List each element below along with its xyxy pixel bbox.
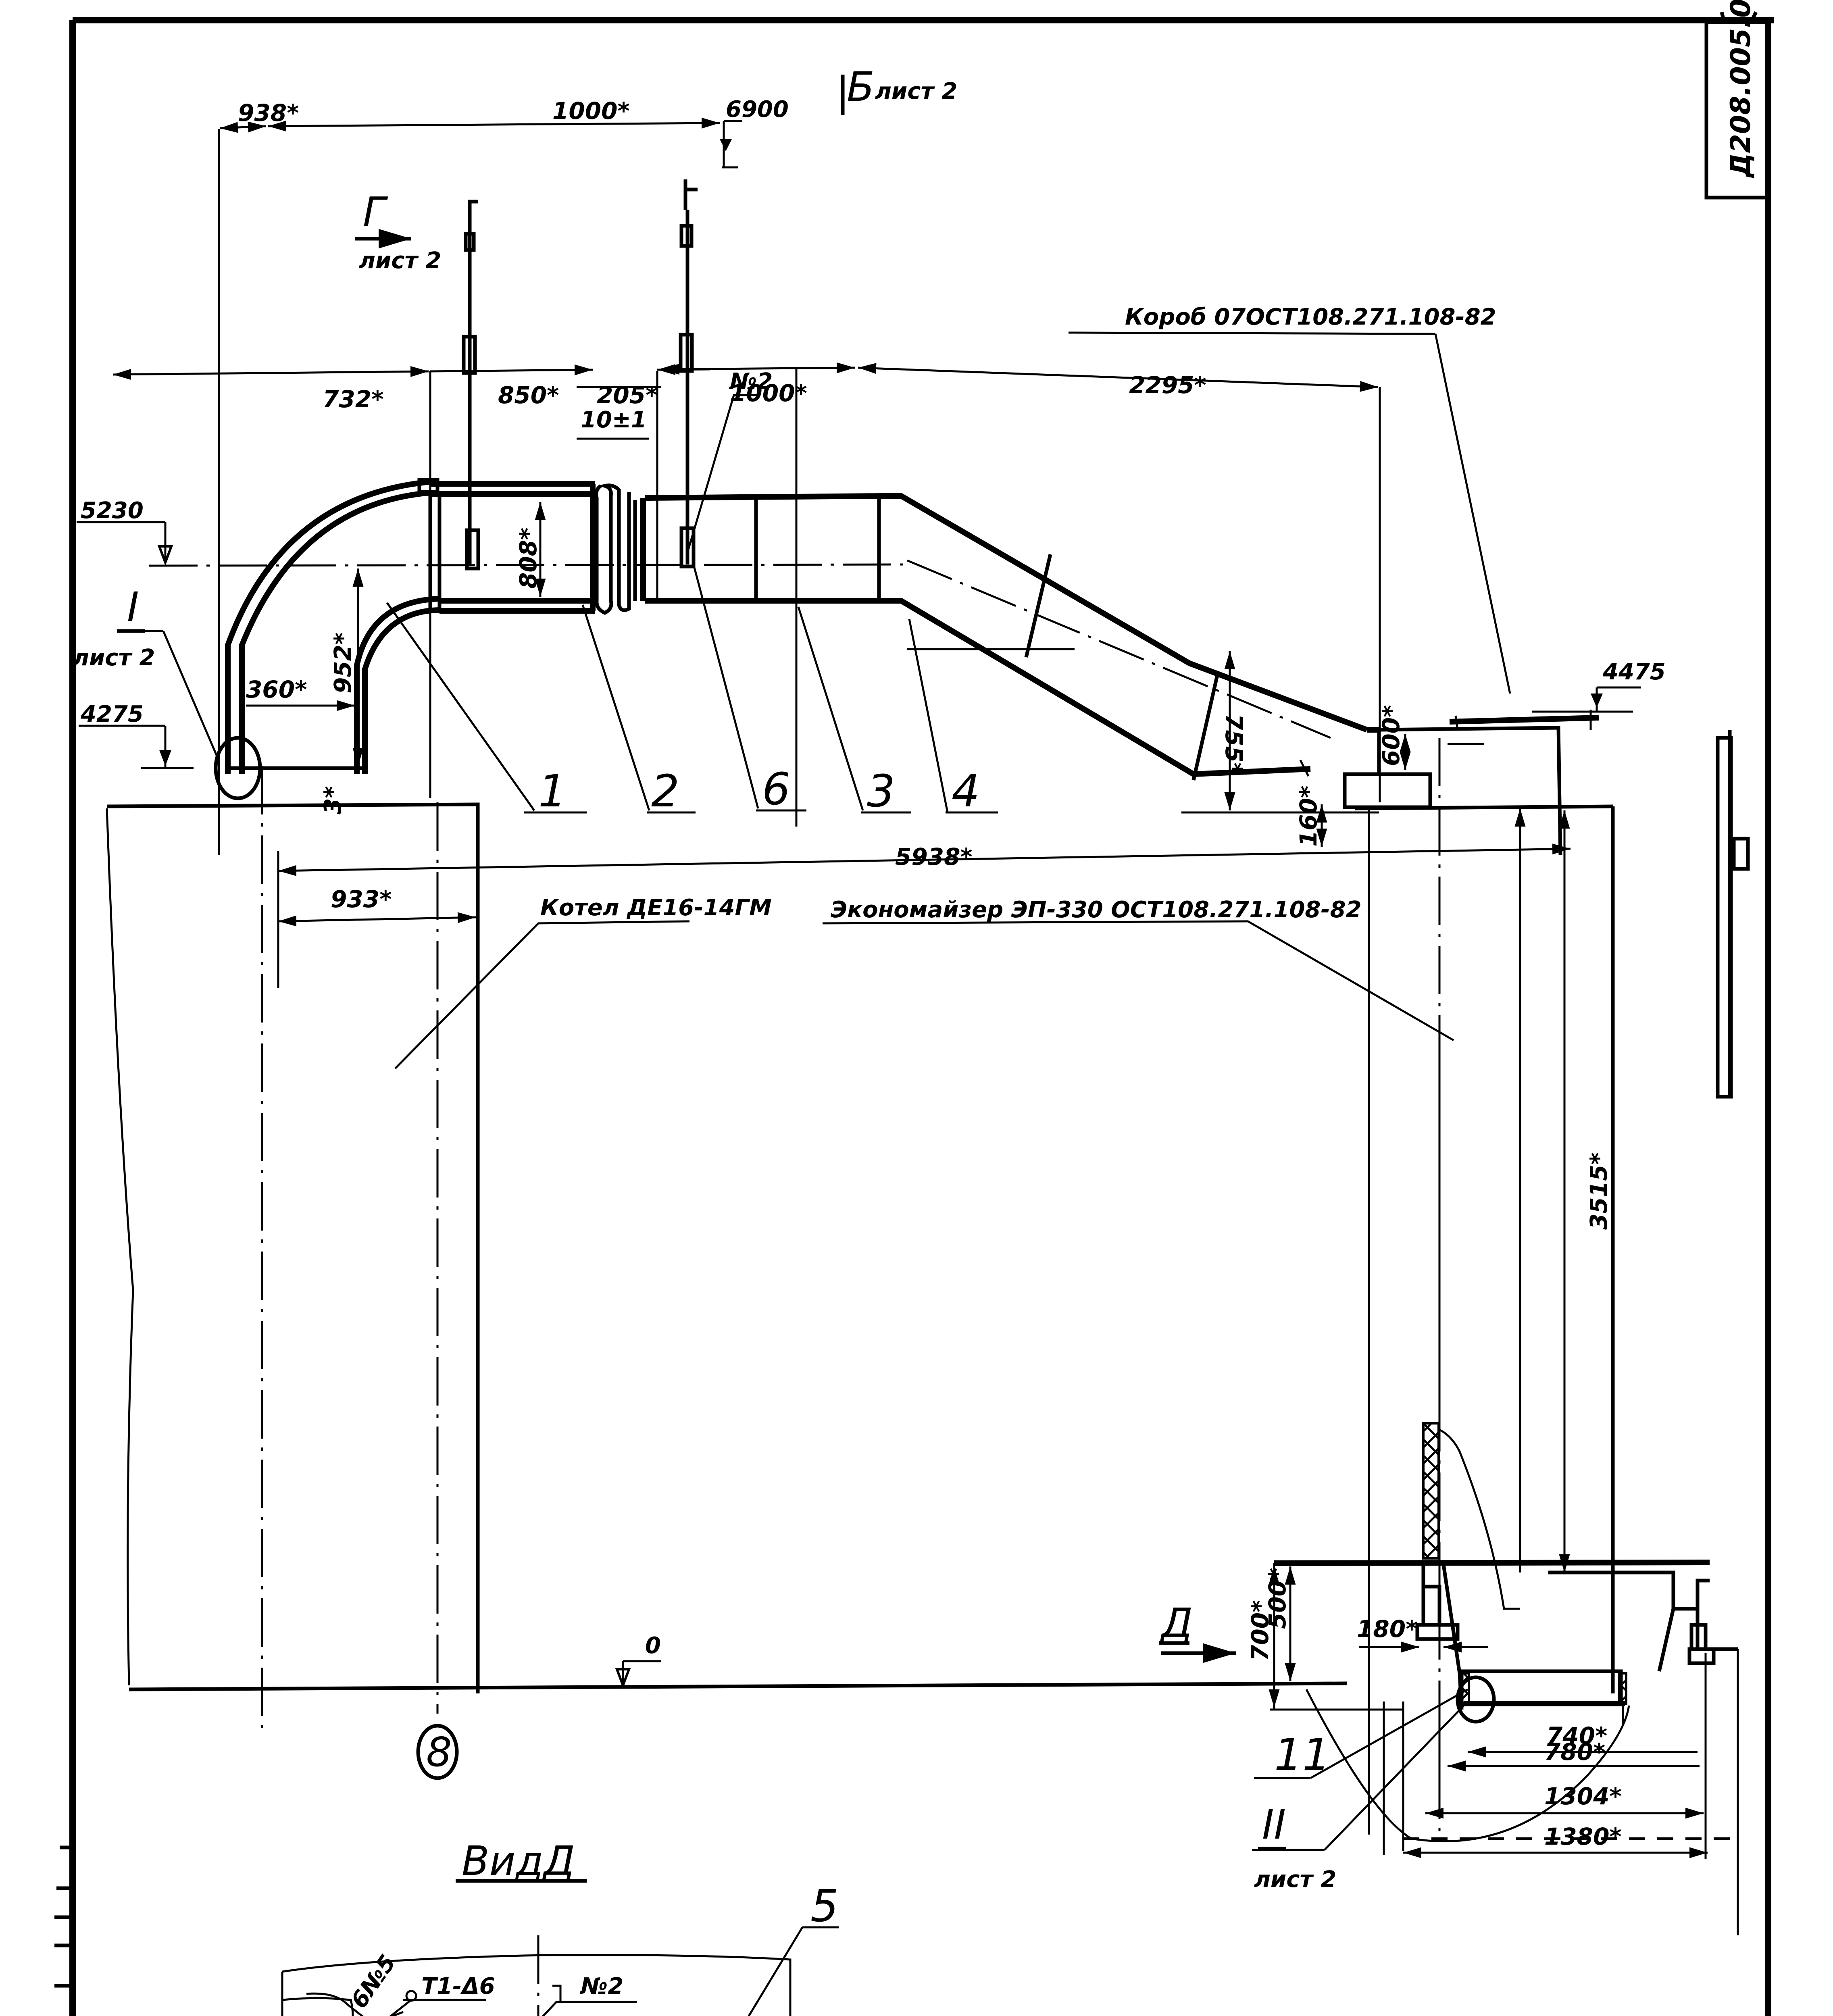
second-dimension-chain: 732* 850* 205* 1000* 2295* 10±1 xyxy=(112,362,1381,827)
view-d: ВидД 5 6№5 Т1 xyxy=(281,1837,839,2016)
hanger-rods xyxy=(462,179,698,571)
dim-3515: 3515* xyxy=(1585,1152,1612,1230)
elevation-6900: 6900 xyxy=(726,96,789,123)
vertical-code-stamp: Д208.005.000СБ xyxy=(1704,0,1769,200)
boiler-label: Котел ДЕ16-14ГМ xyxy=(540,895,772,921)
dim-700: 700* xyxy=(1246,1600,1274,1661)
dim-933: 933* xyxy=(331,885,392,913)
position-1: 1 xyxy=(538,765,567,817)
detail-II-circle xyxy=(1456,1675,1496,1724)
view-d-title: ВидД xyxy=(462,1837,575,1885)
dim-1304: 1304* xyxy=(1544,1783,1622,1810)
view-d-weld-symbol: 6№5 xyxy=(346,1950,401,2013)
overall-dimensions: 5938* 933* xyxy=(277,843,1571,988)
dim-205: 205* xyxy=(597,381,658,409)
view-d-hanger-no2: №2 xyxy=(579,1973,623,1999)
axis-8-label: 8 xyxy=(426,1729,452,1776)
dim-compensator-gap: 10±1 xyxy=(581,407,647,433)
dim-755: 755* xyxy=(1220,714,1248,775)
elevation-4275: 4275 xyxy=(80,701,144,727)
dim-2295: 2295* xyxy=(1129,371,1206,399)
boiler-body: Котел ДЕ16-14ГМ 8 0 xyxy=(106,802,1347,1780)
section-b-letter: Б xyxy=(847,63,875,110)
position-6: 6 xyxy=(762,763,790,815)
view-d-position-5: 5 xyxy=(810,1880,839,1932)
section-b-sheet: лист 2 xyxy=(875,78,957,104)
detail-I-sheet: лист 2 xyxy=(73,645,155,671)
dim-360: 360* xyxy=(246,676,307,703)
position-11: 11 xyxy=(1274,1729,1331,1781)
axis-8-marker xyxy=(416,1724,459,1780)
detail-I-numeral: I xyxy=(127,583,139,631)
elevation-4475: 4475 xyxy=(1602,659,1666,685)
position-4: 4 xyxy=(952,765,980,817)
dim-5938: 5938* xyxy=(895,843,973,871)
view-d-letter: Д xyxy=(1160,1599,1193,1647)
top-dimensions: 938* 1000* 6900 Б лист 2 Г лист 2 xyxy=(218,63,957,855)
detail-I-circle xyxy=(214,736,262,800)
dim-1000-top: 1000* xyxy=(552,97,630,125)
position-3: 3 xyxy=(867,765,895,817)
economizer-body: 3515* Экономайзер ЭП-330 ОСТ108.271.108-… xyxy=(822,804,1615,1835)
dim-808: 808* xyxy=(514,528,542,589)
position-2: 2 xyxy=(651,765,679,817)
dim-952: 952* xyxy=(329,633,356,694)
elevation-0: 0 xyxy=(645,1633,661,1659)
dim-600: 600* xyxy=(1377,705,1405,766)
position-callouts: 1 2 6 3 4 №2 xyxy=(386,369,998,817)
economizer-label: Экономайзер ЭП-330 ОСТ108.271.108-82 xyxy=(831,897,1362,923)
detail-II-numeral: II xyxy=(1262,1801,1286,1848)
dim-850: 850* xyxy=(498,381,559,409)
dim-180: 180* xyxy=(1357,1615,1418,1643)
dim-500: 500* xyxy=(1264,1568,1291,1629)
support-base: 700* 500* 180* Д 11 II лист 2 740* 780* … xyxy=(1159,1422,1739,1935)
dim-732: 732* xyxy=(323,385,383,413)
dim-938: 938* xyxy=(238,99,299,127)
dim-1000-second: 1000* xyxy=(730,379,807,407)
gas-box: Короб 07ОСТ108.271.108-82 600* 4475 160* xyxy=(1068,304,1750,1435)
dim-780: 780* xyxy=(1544,1738,1605,1766)
margin-ticks xyxy=(54,1845,73,1988)
dim-3: 3* xyxy=(319,786,346,814)
sheet-frame xyxy=(54,11,1774,2016)
vertical-doc-code: Д208.005.000СБ xyxy=(1725,0,1757,178)
elevation-5230: 5230 xyxy=(81,498,144,524)
hanger-no2-label: №2 xyxy=(729,369,773,395)
view-d-weld-std: Т1-Δ6 xyxy=(421,1973,495,1999)
dim-1380: 1380* xyxy=(1544,1823,1622,1850)
dim-740: 740* xyxy=(1546,1722,1607,1749)
dim-160: 160* xyxy=(1295,786,1322,847)
detail-II-sheet: лист 2 xyxy=(1254,1866,1336,1893)
turnbuckle-left xyxy=(462,335,477,375)
section-g-letter: Г xyxy=(363,188,388,235)
section-g-sheet: лист 2 xyxy=(359,248,441,274)
left-elevations: 5230 I лист 2 4275 xyxy=(73,498,219,769)
duct-assembly: 952* 808* 360* 3* 755* xyxy=(149,478,1379,1734)
box-label: Короб 07ОСТ108.271.108-82 xyxy=(1125,304,1496,330)
